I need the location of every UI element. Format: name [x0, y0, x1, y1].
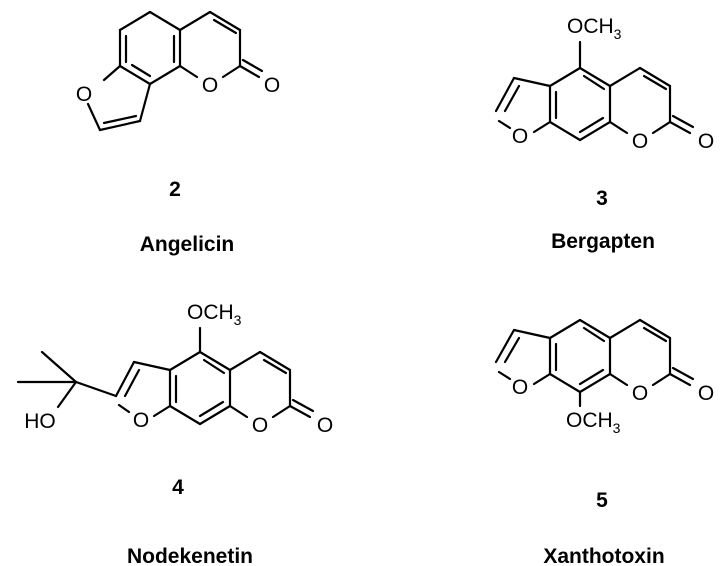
bergapten-carbonyl-oxygen: O — [698, 130, 714, 153]
nodekenetin-methoxy-main: OCH — [187, 301, 234, 324]
nodekenetin-ring-oxygen: O — [252, 414, 268, 437]
structure-bergapten: OCH3 O O O — [494, 15, 714, 153]
nodekenetin-carbonyl-oxygen: O — [317, 414, 333, 437]
nodekenetin-furan-oxygen: O — [133, 409, 149, 432]
bergapten-furan-oxygen: O — [512, 125, 528, 148]
xanthotoxin-ring-oxygen: O — [632, 382, 648, 405]
xanthotoxin-methoxy-label: OCH3 — [566, 409, 621, 436]
compound-number-3: 3 — [596, 187, 608, 210]
nodekenetin-methoxy-subscript: 3 — [234, 312, 242, 328]
bergapten-methoxy-label: OCH3 — [567, 15, 622, 42]
compound-number-2: 2 — [169, 178, 181, 201]
compound-number-5: 5 — [596, 489, 608, 512]
angelicin-furan-oxygen: O — [76, 83, 92, 106]
bergapten-ring-oxygen: O — [632, 130, 648, 153]
nodekenetin-bonds — [16, 326, 315, 426]
bergapten-methoxy-subscript: 3 — [614, 26, 622, 42]
structure-angelicin: O O O — [76, 10, 280, 132]
nodekenetin-hydroxyl: HO — [24, 410, 56, 433]
xanthotoxin-methoxy-subscript: 3 — [613, 420, 621, 436]
xanthotoxin-furan-oxygen: O — [512, 376, 528, 399]
angelicin-ring-oxygen: O — [202, 74, 218, 97]
xanthotoxin-carbonyl-oxygen: O — [698, 382, 714, 405]
compound-name-nodekenetin: Nodekenetin — [127, 545, 253, 566]
compound-number-4: 4 — [172, 476, 184, 499]
compound-name-xanthotoxin: Xanthotoxin — [543, 545, 664, 566]
bergapten-methoxy-main: OCH — [567, 15, 614, 38]
angelicin-bonds — [86, 10, 264, 132]
angelicin-carbonyl-oxygen: O — [264, 74, 280, 97]
xanthotoxin-methoxy-main: OCH — [566, 409, 613, 432]
structure-xanthotoxin: OCH3 O O O — [494, 318, 714, 436]
bergapten-bonds — [494, 40, 695, 142]
compound-name-bergapten: Bergapten — [551, 230, 655, 253]
compound-name-angelicin: Angelicin — [140, 233, 235, 256]
structure-nodekenetin: OCH3 HO O O O — [16, 301, 333, 437]
xanthotoxin-bonds — [494, 318, 695, 408]
nodekenetin-methoxy-label: OCH3 — [187, 301, 242, 328]
